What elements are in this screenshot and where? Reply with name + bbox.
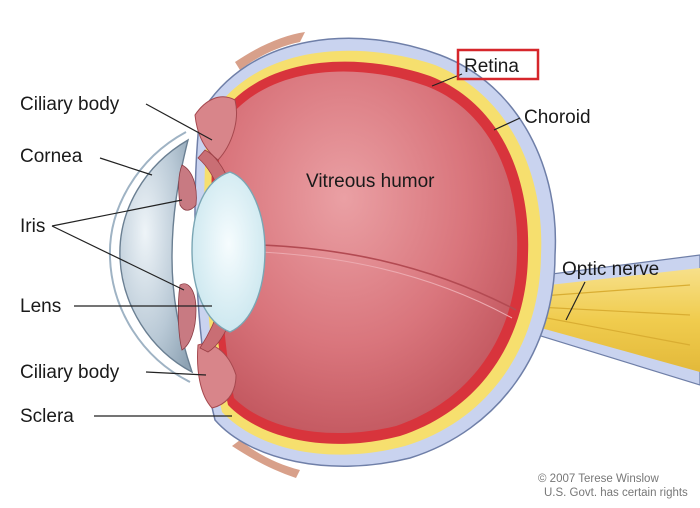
label-ciliary-body-bottom: Ciliary body: [20, 362, 120, 383]
label-retina: Retina: [464, 56, 519, 77]
iris-top: [178, 164, 197, 211]
leader-iris-1: [51, 199, 183, 227]
iris-bottom: [177, 283, 197, 351]
label-vitreous-humor: Vitreous humor: [306, 171, 435, 192]
label-lens: Lens: [20, 296, 61, 317]
cornea-outer-film: [108, 131, 191, 383]
vitreous-fold-line: [261, 244, 517, 311]
cornea-shape: [119, 138, 194, 374]
label-iris: Iris: [20, 216, 45, 237]
vitreous-fold-highlight: [261, 251, 513, 319]
leader-ciliary-bottom: [145, 371, 207, 376]
eyelid-bottom: [232, 440, 300, 478]
label-ciliary-body-top: Ciliary body: [20, 94, 120, 115]
label-optic-nerve: Optic nerve: [562, 259, 659, 280]
label-sclera: Sclera: [20, 406, 74, 427]
leader-optic-nerve: [565, 281, 586, 321]
leader-ciliary-top: [145, 103, 213, 141]
lens-shape: [191, 171, 266, 333]
leader-iris-2: [51, 225, 185, 291]
ciliary-body-bottom-shape: [197, 343, 237, 409]
eyelid-top: [235, 32, 305, 70]
retina-highlight-box: [456, 48, 540, 81]
ciliary-body-top-shape: [194, 96, 237, 161]
optic-nerve: [505, 268, 700, 372]
leader-cornea: [99, 157, 153, 176]
label-cornea: Cornea: [20, 146, 83, 167]
vitreous-humor: [218, 71, 518, 434]
label-choroid: Choroid: [524, 107, 591, 128]
credit-line-2: U.S. Govt. has certain rights: [544, 487, 688, 499]
credit-line-1: © 2007 Terese Winslow: [538, 473, 659, 485]
leader-choroid: [493, 117, 521, 131]
